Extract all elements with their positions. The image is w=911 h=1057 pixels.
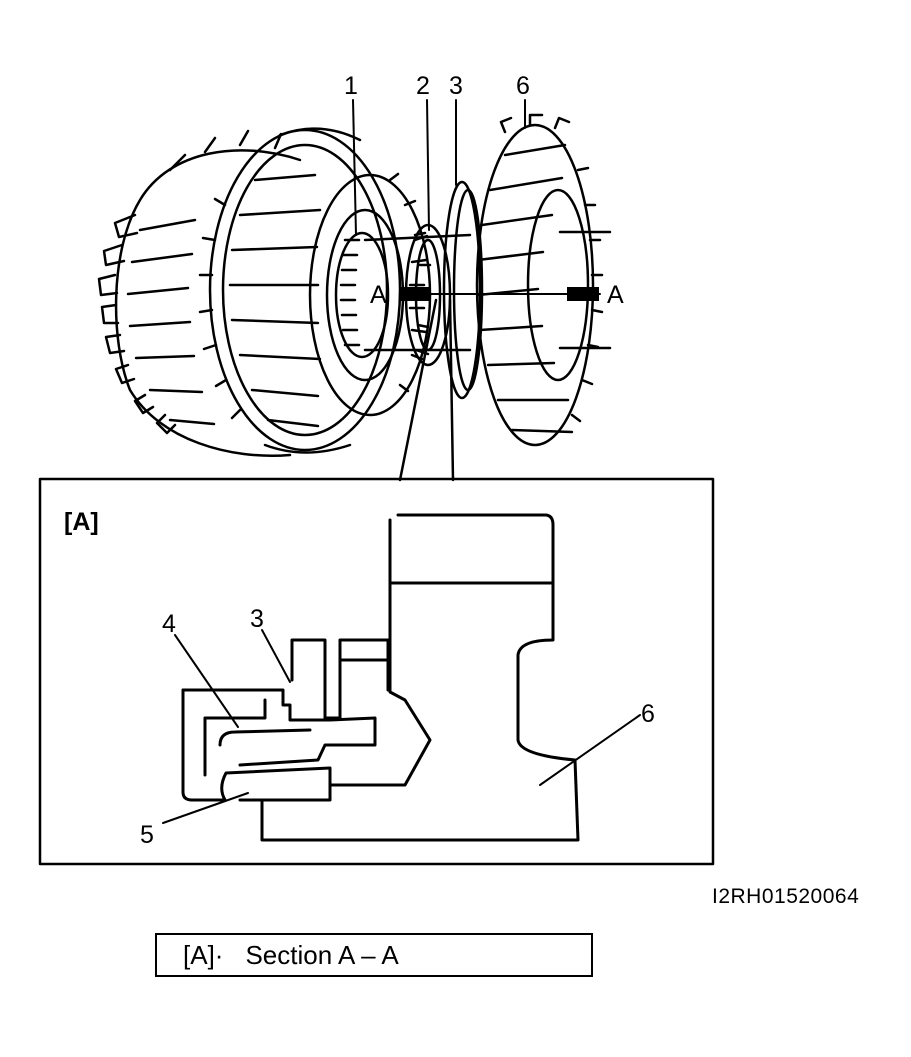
second-gear [198,127,402,454]
legend-key: [A]· [183,939,224,970]
right-gear [475,113,604,447]
label-part-3: 3 [449,72,463,100]
label-section-left: A [370,281,387,309]
left-outer-gear [97,129,302,457]
detail-label-3: 3 [250,605,264,633]
legend-value: Section A – A [245,939,399,970]
section-marker-right [567,287,599,301]
detail-gear-body [260,513,580,842]
detail-label-4: 4 [162,610,176,638]
detail-label-5: 5 [140,821,154,849]
label-part-1: 1 [344,72,358,100]
detail-label-6: 6 [641,700,655,728]
top-leader-lines [352,99,526,236]
label-section-right: A [607,281,624,309]
thin-disc [442,180,484,400]
label-part-6: 6 [516,72,530,100]
figure-code: I2RH01520064 [712,885,860,908]
shaft [363,230,612,352]
section-marker-left [399,287,431,301]
legend-box: [A]· Section A – A [155,933,593,977]
label-part-2: 2 [416,72,430,100]
detail-frame [38,477,715,866]
detail-tag: [A] [64,508,99,536]
detail-leader-lines [162,629,641,824]
callout-lines [398,298,455,482]
detail-disc-section [290,638,390,720]
detail-clip [181,688,377,802]
